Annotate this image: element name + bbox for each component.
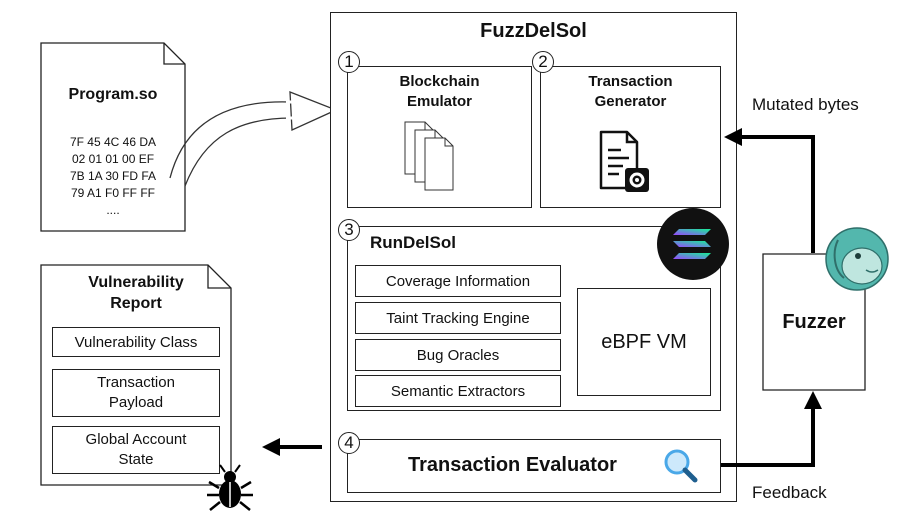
program-hex-dump: 7F 45 4C 46 DA 02 01 01 00 EF 7B 1A 30 F… (40, 134, 186, 219)
hex-line: .... (106, 203, 120, 217)
component-taint-tracking-engine: Taint Tracking Engine (355, 302, 561, 334)
mutated-bytes-label: Mutated bytes (752, 95, 859, 114)
step-number-1: 1 (338, 51, 360, 73)
report-item-vulnerability-class: Vulnerability Class (52, 327, 220, 357)
hex-line: 79 A1 F0 FF FF (70, 186, 156, 200)
transaction-evaluator-box (347, 439, 721, 493)
component-bug-oracles: Bug Oracles (355, 339, 561, 371)
report-title: Vulnerability Report (88, 274, 184, 312)
hex-line: 7B 1A 30 FD FA (69, 169, 157, 183)
transaction-generator-label: Transaction Generator (588, 73, 673, 110)
step-number-2: 2 (532, 51, 554, 73)
ebpf-vm-box: eBPF VM (577, 288, 711, 396)
component-coverage-information: Coverage Information (355, 265, 561, 297)
magnifier-icon (664, 449, 698, 483)
document-gear-icon (599, 130, 649, 192)
report-item-transaction-payload: Transaction Payload (52, 369, 220, 417)
vulnerability-report: Vulnerability Report Vulnerability Class… (40, 264, 232, 486)
hex-line: 7F 45 4C 46 DA (69, 135, 157, 149)
document-stack-icon (404, 121, 454, 191)
feedback-label: Feedback (752, 483, 827, 502)
blockchain-emulator-label: Blockchain Emulator (399, 73, 480, 110)
bug-icon (207, 464, 253, 511)
fuzzdelsol-title: FuzzDelSol (480, 20, 587, 42)
rundelsol-title: RunDelSol (370, 233, 456, 252)
fuzzer-box: Fuzzer (762, 253, 866, 391)
solana-logo-icon (657, 208, 729, 280)
hex-line: 02 01 01 00 EF (71, 152, 155, 166)
program-file-title: Program.so (68, 86, 158, 103)
step-number-3: 3 (338, 219, 360, 241)
transaction-evaluator-label: Transaction Evaluator (408, 454, 617, 476)
report-item-global-account-state: Global Account State (52, 426, 220, 474)
fuzzer-label: Fuzzer (782, 310, 846, 333)
step-number-4: 4 (338, 432, 360, 454)
mascot-icon (825, 227, 889, 291)
component-semantic-extractors: Semantic Extractors (355, 375, 561, 407)
program-file: Program.so 7F 45 4C 46 DA 02 01 01 00 EF… (40, 42, 186, 232)
